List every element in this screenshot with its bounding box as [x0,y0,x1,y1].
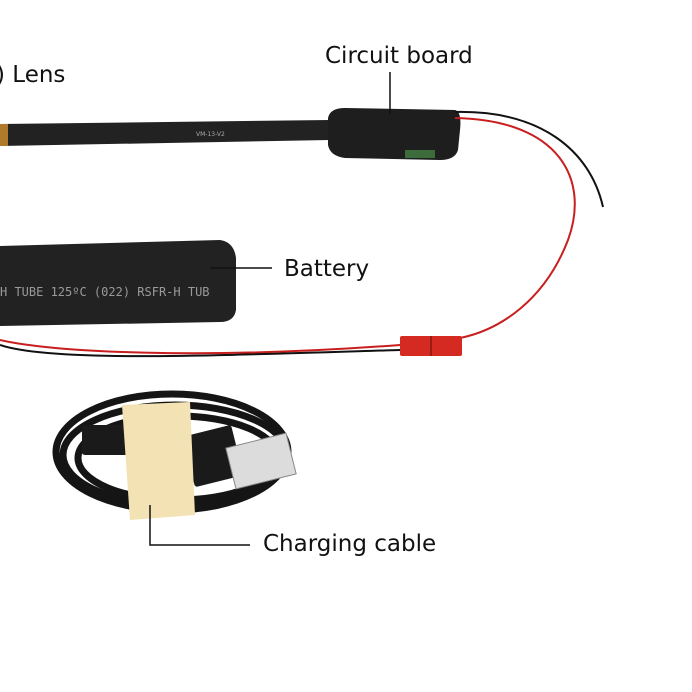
label-charging-cable: Charging cable [263,531,437,557]
circuit-board [328,108,461,160]
label-circuit-board: Circuit board [325,43,473,69]
svg-text:H TUBE 125ºC (022) RSF: H TUBE 125ºC (022) RSFR-H TUB [0,285,210,299]
label-battery: Battery [284,256,370,282]
jst-connector [400,336,462,356]
leader-lines [149,72,391,546]
micro-usb-plug [82,425,132,455]
svg-text:VM-13-V2: VM-13-V2 [196,131,225,138]
flex-cable: VM-13-V2 [0,120,330,146]
battery: H TUBE 125ºC (022) RSFR-H TUB [0,240,236,326]
label-lens: ) Lens [0,62,66,88]
usb-plug [183,425,297,490]
wires [0,110,604,358]
cable-band [122,402,195,520]
